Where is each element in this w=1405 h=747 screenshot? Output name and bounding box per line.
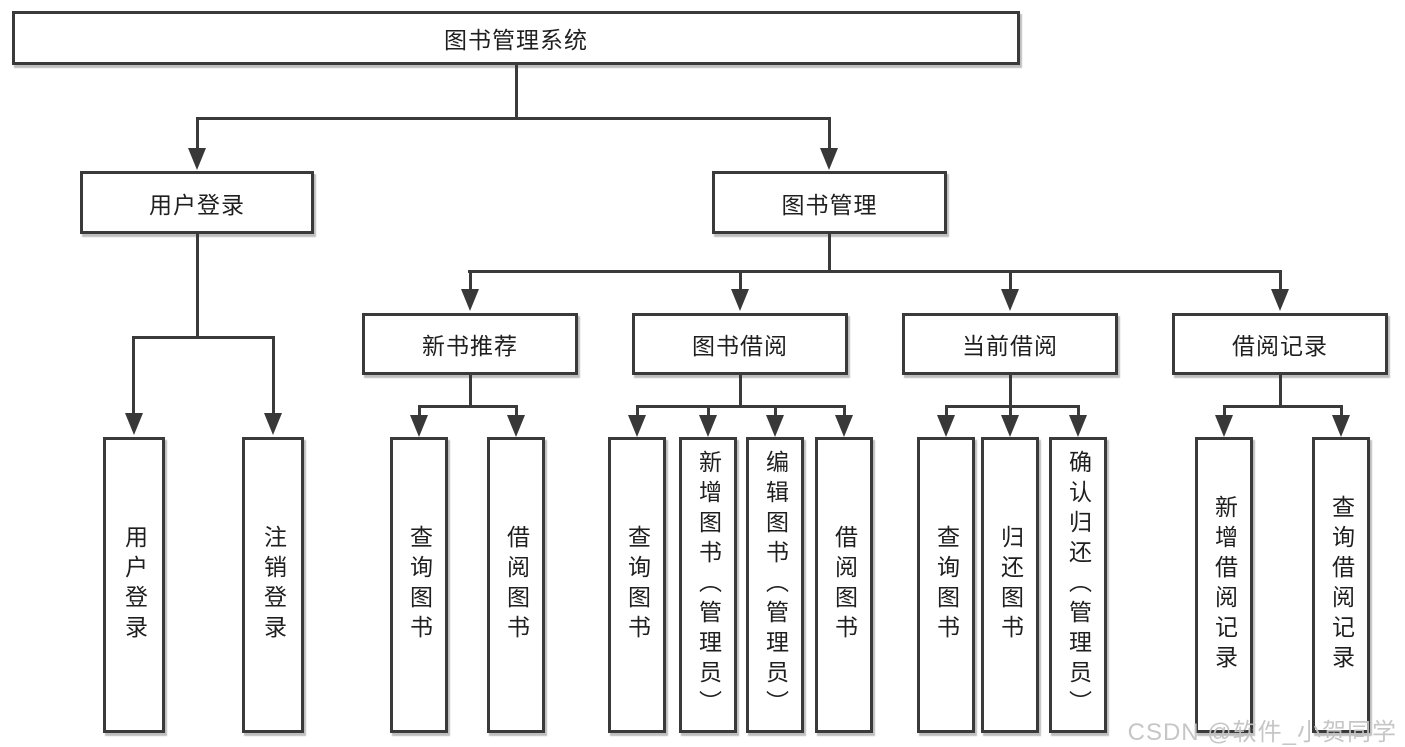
connector-line	[515, 405, 518, 418]
arrow-down-icon	[1001, 289, 1019, 311]
arrow-down-icon	[937, 415, 955, 437]
connector-line	[418, 405, 421, 418]
leaf-query-book-1-label: 查询图书	[406, 525, 433, 645]
arrow-down-icon	[410, 415, 428, 437]
leaf-query-book-3: 查询图书	[917, 437, 975, 733]
node-root: 图书管理系统	[12, 11, 1020, 65]
leaf-logout-label: 注销登录	[260, 525, 287, 645]
arrow-down-icon	[1001, 415, 1019, 437]
connector-line	[843, 405, 846, 418]
leaf-add-borrow-record-label: 新增借阅记录	[1211, 495, 1238, 675]
arrow-down-icon	[699, 415, 717, 437]
connector-line	[132, 336, 275, 339]
connector-line	[272, 336, 275, 415]
connector-line	[1077, 405, 1080, 418]
connector-line	[636, 405, 846, 408]
connector-line	[828, 117, 831, 150]
connector-line	[636, 405, 639, 418]
node-user-login: 用户登录	[80, 171, 314, 234]
node-new-book-recommend-label: 新书推荐	[422, 333, 518, 359]
connector-line	[707, 405, 710, 418]
leaf-borrow-book-1-label: 借阅图书	[503, 525, 530, 645]
connector-line	[196, 117, 831, 120]
leaf-query-book-2-label: 查询图书	[624, 525, 651, 645]
leaf-add-book-admin: 新增图书（管理员）	[679, 437, 737, 733]
arrow-down-icon	[820, 148, 838, 170]
leaf-confirm-return-admin: 确认归还（管理员）	[1049, 437, 1107, 733]
leaf-edit-book-admin: 编辑图书（管理员）	[746, 437, 804, 733]
arrow-down-icon	[1271, 289, 1289, 311]
leaf-user-login: 用户登录	[103, 437, 165, 733]
node-current-borrowing: 当前借阅	[902, 313, 1118, 375]
connector-line	[196, 234, 199, 338]
leaf-return-book-label: 归还图书	[997, 525, 1024, 645]
connector-line	[196, 117, 199, 150]
arrow-down-icon	[1215, 415, 1233, 437]
connector-line	[469, 270, 472, 291]
connector-line	[1009, 405, 1012, 418]
connector-line	[469, 375, 472, 407]
arrow-down-icon	[1069, 415, 1087, 437]
connector-line	[1340, 405, 1343, 418]
arrow-down-icon	[461, 289, 479, 311]
node-borrowing-records-label: 借阅记录	[1232, 333, 1328, 359]
arrow-down-icon	[264, 413, 282, 435]
leaf-confirm-return-admin-label: 确认归还（管理员）	[1065, 450, 1092, 720]
arrow-down-icon	[766, 415, 784, 437]
leaf-query-borrow-record: 查询借阅记录	[1312, 437, 1370, 733]
connector-line	[1009, 270, 1012, 291]
leaf-query-book-1: 查询图书	[390, 437, 448, 733]
leaf-query-borrow-record-label: 查询借阅记录	[1328, 495, 1355, 675]
leaf-return-book: 归还图书	[981, 437, 1039, 733]
node-book-borrowing-label: 图书借阅	[692, 333, 788, 359]
connector-line	[515, 65, 518, 119]
leaf-edit-book-admin-label: 编辑图书（管理员）	[762, 450, 789, 720]
leaf-query-book-3-label: 查询图书	[933, 525, 960, 645]
arrow-down-icon	[1332, 415, 1350, 437]
node-book-borrowing: 图书借阅	[632, 313, 848, 375]
node-book-management: 图书管理	[712, 171, 947, 234]
leaf-add-book-admin-label: 新增图书（管理员）	[695, 450, 722, 720]
arrow-down-icon	[125, 413, 143, 435]
arrow-down-icon	[731, 289, 749, 311]
connector-line	[739, 270, 742, 291]
node-root-label: 图书管理系统	[444, 27, 588, 53]
connector-line	[1009, 375, 1012, 407]
leaf-borrow-book-2: 借阅图书	[815, 437, 873, 733]
leaf-add-borrow-record: 新增借阅记录	[1195, 437, 1253, 733]
leaf-borrow-book-2-label: 借阅图书	[831, 525, 858, 645]
connector-line	[1223, 405, 1343, 408]
arrow-down-icon	[628, 415, 646, 437]
leaf-borrow-book-1: 借阅图书	[487, 437, 545, 733]
connector-line	[1279, 375, 1282, 407]
connector-line	[945, 405, 1080, 408]
arrow-down-icon	[188, 148, 206, 170]
node-current-borrowing-label: 当前借阅	[962, 333, 1058, 359]
connector-line	[774, 405, 777, 418]
arrow-down-icon	[507, 415, 525, 437]
connector-line	[468, 270, 1282, 273]
connector-line	[739, 375, 742, 407]
node-user-login-label: 用户登录	[149, 191, 245, 218]
node-book-management-label: 图书管理	[781, 191, 878, 218]
connector-line	[945, 405, 948, 418]
connector-line	[132, 336, 135, 415]
arrow-down-icon	[835, 415, 853, 437]
leaf-user-login-label: 用户登录	[121, 525, 148, 645]
connector-line	[828, 234, 831, 272]
node-new-book-recommend: 新书推荐	[362, 313, 578, 375]
connector-line	[418, 405, 518, 408]
leaf-logout: 注销登录	[242, 437, 304, 733]
leaf-query-book-2: 查询图书	[608, 437, 666, 733]
node-borrowing-records: 借阅记录	[1172, 313, 1388, 375]
connector-line	[1223, 405, 1226, 418]
connector-line	[1279, 270, 1282, 291]
